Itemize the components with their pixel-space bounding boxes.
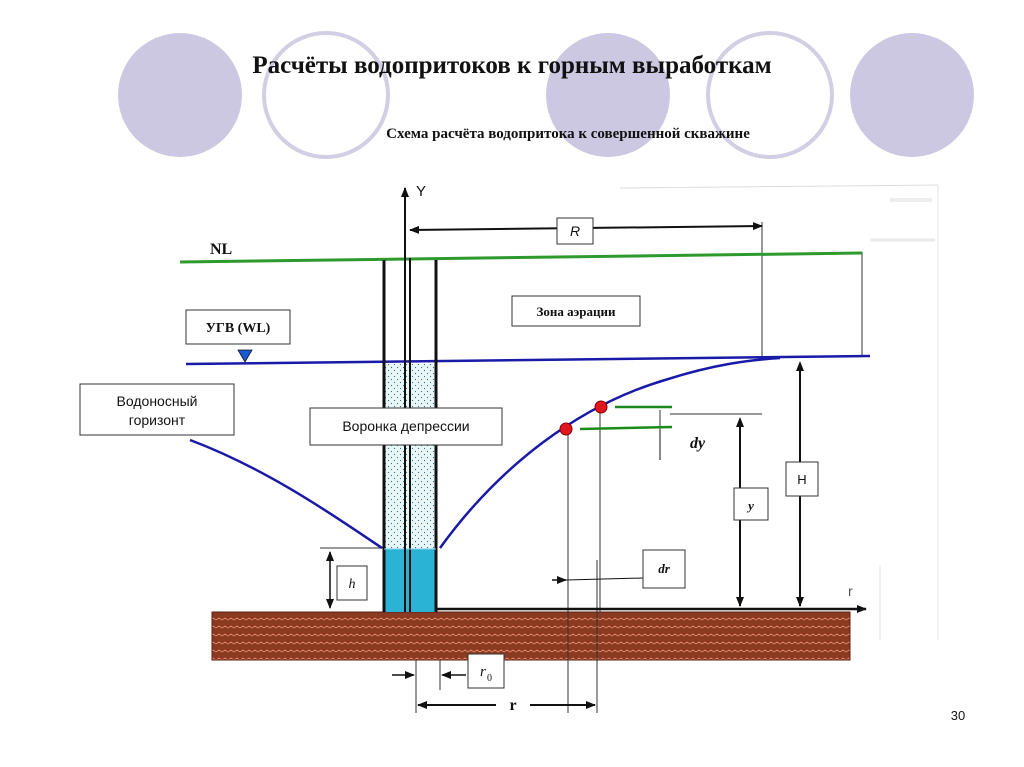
r0-label-box: r 0 <box>467 653 505 689</box>
aeration-zone-box: Зона аэрации <box>511 295 641 327</box>
point-upper <box>594 400 608 414</box>
nl-label: NL <box>210 241 232 258</box>
H-label-box: H <box>785 461 819 497</box>
ugv-label-box: УГВ (WL) <box>185 309 291 345</box>
r0-label: r <box>480 664 486 680</box>
r0-subscript: 0 <box>487 673 492 684</box>
dy-lower-tick <box>579 425 673 431</box>
dr-label-box: dr <box>642 549 686 589</box>
depression-cone-label: Воронка депрессии <box>342 418 469 434</box>
decor-circles <box>118 31 974 159</box>
r-axis-label: r <box>848 583 853 599</box>
slide-title: Расчёты водопритоков к горным выработкам <box>252 52 771 79</box>
r-label: r <box>509 697 516 714</box>
slide-subtitle: Схема расчёта водопритока к совершенной … <box>386 126 750 142</box>
aquifer-label-box: Водоносный горизонт <box>79 383 235 436</box>
well <box>382 258 438 612</box>
y-label: y <box>746 498 754 513</box>
H-label: H <box>797 472 806 487</box>
ugv-label: УГВ (WL) <box>206 321 271 336</box>
aquifer-label-line2: горизонт <box>129 412 186 428</box>
h-label-box: h <box>336 565 368 601</box>
depression-cone-box: Воронка депрессии <box>309 407 503 446</box>
dy-label: dy <box>690 435 706 452</box>
R-label-box: R <box>556 217 594 245</box>
dr-label: dr <box>658 561 671 576</box>
R-label: R <box>570 223 580 239</box>
bedrock-layer <box>211 611 851 661</box>
r-label-box: r <box>496 690 530 720</box>
aeration-zone-label: Зона аэрации <box>537 304 616 319</box>
depression-curve-left <box>189 438 383 550</box>
page-number: 30 <box>951 708 965 723</box>
depression-curve-right <box>438 356 781 549</box>
water-level-marker-icon <box>237 349 253 363</box>
y-label-box: y <box>733 487 769 521</box>
aquifer-label-line1: Водоносный <box>117 393 198 409</box>
h-label: h <box>349 577 356 592</box>
point-lower <box>559 422 573 436</box>
nl-label-group: NL <box>210 241 232 258</box>
y-axis-label: Y <box>416 183 426 200</box>
water-level-line <box>185 354 871 366</box>
scan-background <box>619 184 939 640</box>
nl-line <box>179 251 863 264</box>
